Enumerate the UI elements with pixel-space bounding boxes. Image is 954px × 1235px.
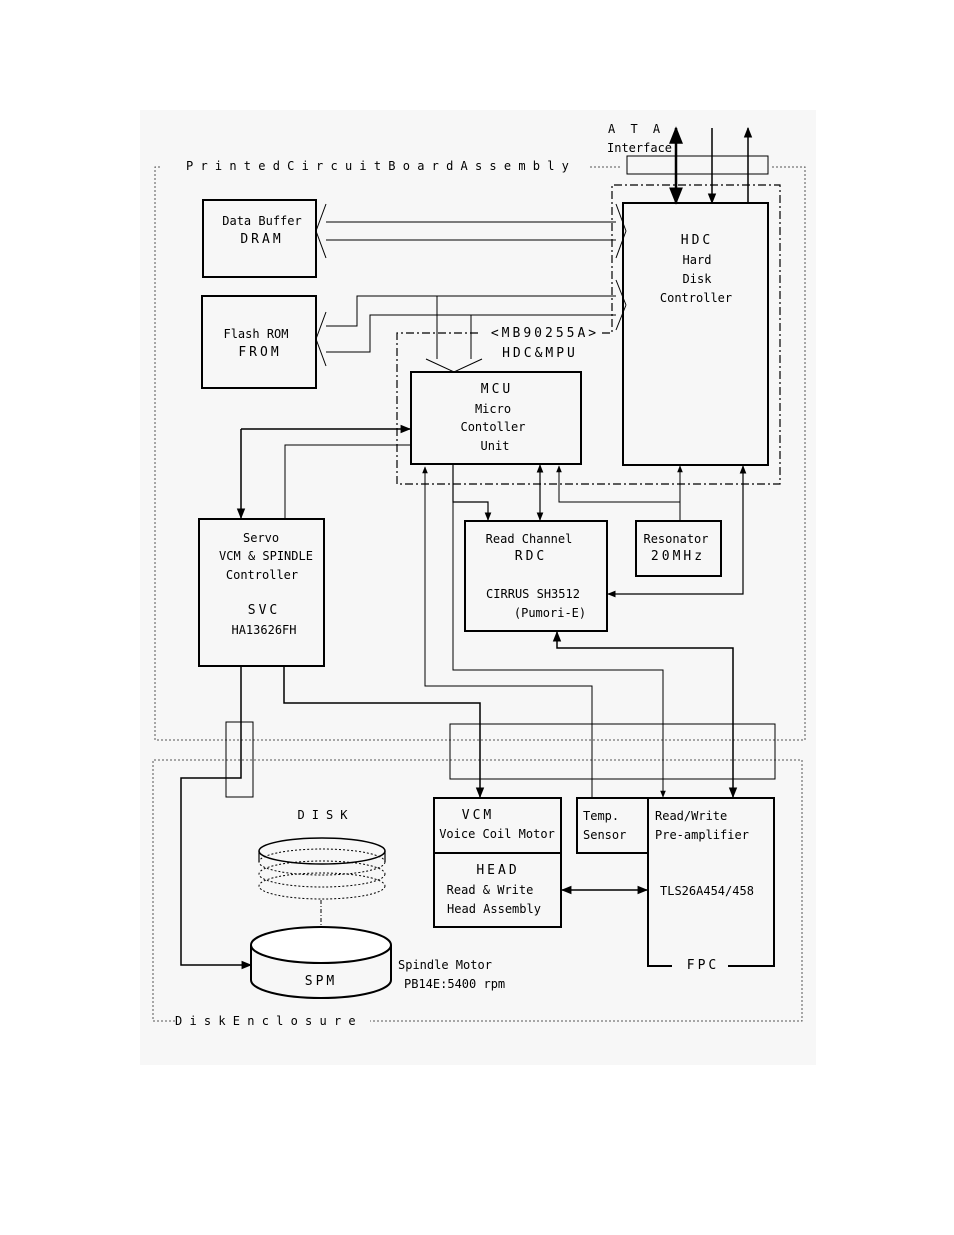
flash-bus [315, 279, 627, 367]
svc-block [198, 518, 325, 667]
spm-line1: Spindle Motor [398, 958, 492, 972]
mb-line2: HDC&MPU [502, 346, 578, 361]
vcm-line1: VCM [461, 808, 495, 823]
mcu-line1: MCU [480, 382, 514, 397]
svc-line5: HA13626FH [231, 623, 297, 637]
rdc-line2: RDC [514, 549, 548, 564]
mcu-line3: Contoller [460, 420, 526, 434]
spm-icon [250, 926, 392, 999]
enclosure-label: D i s k E n c l o s u r e [175, 1013, 356, 1029]
resonator-line2: 20MHz [650, 549, 706, 564]
temp-line2: Sensor [583, 828, 627, 842]
resonator-line1: Resonator [643, 532, 709, 546]
hdc-line2: Hard [682, 253, 712, 267]
flash-line2: FROM [238, 345, 282, 360]
head-line1: HEAD [476, 863, 520, 878]
dram-line1: Data Buffer [222, 214, 302, 228]
head-line3: Head Assembly [447, 902, 541, 916]
rdc-line4: (Pumori-E) [513, 606, 587, 620]
spm-line2: PB14E:5400 rpm [404, 977, 506, 991]
mcu-block [410, 371, 582, 465]
hdc-line3: Disk [682, 272, 712, 286]
spm-label: SPM [304, 974, 338, 989]
svc-line4: SVC [247, 603, 281, 618]
flash-line1: Flash ROM [223, 327, 289, 341]
ata-connector [626, 155, 769, 175]
pcb-label: P r i n t e d C i r c u i t B o a r d A … [186, 158, 569, 174]
mcu-line4: Unit [480, 439, 510, 453]
pcb-boundary [154, 166, 806, 741]
preamp-line2: Pre-amplifier [655, 828, 749, 842]
fpc-label: FPC [686, 958, 720, 973]
dram-line2: DRAM [240, 232, 284, 247]
flash-block [201, 295, 317, 389]
vcm-line2: Voice Coil Motor [439, 827, 555, 841]
hdc-line4: Controller [659, 291, 733, 305]
disk-label: DISK [297, 808, 355, 822]
preamp-line1: Read/Write [655, 809, 728, 823]
svc-line1: Servo [243, 531, 280, 545]
rdc-line3: CIRRUS SH3512 [486, 587, 580, 601]
svc-line3: Controller [225, 568, 299, 582]
hdc-line1: HDC [680, 233, 714, 248]
disk-icon [258, 837, 386, 932]
hdc-block [622, 202, 769, 466]
rdc-line1: Read Channel [485, 532, 573, 546]
dram-bus [315, 203, 627, 259]
ata-title: A T A [608, 122, 665, 136]
preamp-line3: TLS26A454/458 [660, 884, 754, 898]
svc-line2: VCM & SPINDLE [219, 549, 313, 563]
rdc-block [464, 520, 608, 632]
dram-block [202, 199, 317, 278]
head-line2: Read & Write [446, 883, 534, 897]
mb-line1: <MB90255A> [490, 326, 600, 342]
enclosure-boundary [152, 759, 803, 1022]
svc-connector [225, 721, 254, 798]
mb90255a-boundary [396, 184, 781, 485]
ata-subtitle: Interface [607, 141, 673, 155]
mcu-line2: Micro [474, 402, 512, 416]
temp-line1: Temp. [583, 809, 620, 823]
